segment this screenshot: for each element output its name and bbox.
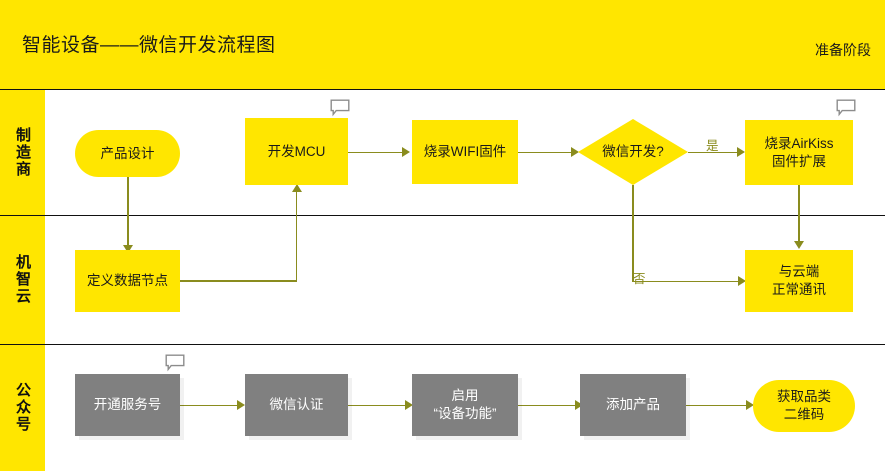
node-burn-airkiss[interactable]: 烧录AirKiss 固件扩展 (745, 120, 853, 185)
edge-arrowhead-add-product (575, 400, 583, 410)
edge-develop-mcu-to-burn-wifi (348, 151, 403, 154)
comment-bubble-icon (165, 354, 185, 372)
node-develop-mcu[interactable]: 开发MCU (245, 118, 348, 185)
node-label: 添加产品 (606, 397, 660, 413)
node-label: 开发MCU (267, 143, 326, 159)
node-enable-device-fn[interactable]: 启用 “设备功能” (412, 374, 518, 436)
edge-arrowhead-define-data-points (123, 245, 133, 253)
header-bar: 智能设备——微信开发流程图 准备阶段 (0, 0, 885, 89)
node-label: 启用 “设备功能” (433, 388, 497, 421)
edge-product-design-to-define-data-points (127, 177, 129, 247)
node-cloud-comm[interactable]: 与云端 正常通讯 (745, 250, 853, 312)
edge-decision-no-right (632, 280, 740, 283)
node-label: 产品设计 (100, 145, 155, 161)
edge-define-data-points-right (180, 280, 297, 282)
node-label: 获取品类 二维码 (777, 389, 831, 422)
edge-arrowhead-enable-device-fn (405, 400, 413, 410)
edge-arrowhead-decision (571, 147, 579, 157)
comment-bubble-icon (836, 99, 856, 117)
edge-burn-airkiss-to-cloud-comm (798, 185, 800, 243)
edge-enable-device-fn-to-add-product (518, 404, 576, 407)
node-wechat-auth[interactable]: 微信认证 (245, 374, 348, 436)
node-label: 微信认证 (269, 397, 324, 413)
lane-strip-gizwits-cloud (0, 215, 45, 344)
node-define-data-points[interactable]: 定义数据节点 (75, 250, 180, 312)
node-product-design[interactable]: 产品设计 (75, 130, 180, 177)
edge-arrowhead-cloud-comm-top (794, 241, 804, 249)
edge-arrowhead-develop-mcu (292, 184, 302, 192)
edge-burn-wifi-to-decision (518, 151, 572, 154)
lane-divider-middle (0, 215, 885, 216)
node-get-category-qr[interactable]: 获取品类 二维码 (753, 380, 855, 432)
edge-arrowhead-cloud-comm-left (738, 276, 746, 286)
node-add-product[interactable]: 添加产品 (580, 374, 686, 436)
node-label: 微信开发? (602, 144, 664, 160)
edge-open-service-to-wechat-auth (180, 404, 238, 407)
node-open-service-acct[interactable]: 开通服务号 (75, 374, 180, 436)
edge-arrowhead-get-qr (746, 400, 754, 410)
page-title: 智能设备——微信开发流程图 (22, 35, 276, 56)
edge-decision-no-down (632, 185, 634, 282)
edge-arrowhead-burn-wifi (402, 147, 410, 157)
node-wechat-dev-decision[interactable]: 微信开发? (578, 119, 688, 185)
stage-label: 准备阶段 (815, 42, 871, 58)
node-label: 与云端 正常通讯 (772, 264, 826, 297)
edge-label-no: 否 (633, 272, 646, 286)
edge-decision-yes (688, 151, 740, 154)
node-label: 开通服务号 (93, 397, 162, 413)
node-label: 烧录WIFI固件 (423, 144, 507, 160)
node-label: 烧录AirKiss 固件扩展 (764, 135, 834, 169)
lane-divider-top (0, 89, 885, 90)
edge-wechat-auth-to-enable-device-fn (348, 404, 406, 407)
lane-strip-manufacturer (0, 89, 45, 215)
lane-strip-official-account (0, 344, 45, 471)
edge-label-yes: 是 (706, 139, 719, 153)
edge-arrowhead-wechat-auth (237, 400, 245, 410)
node-burn-wifi-firmware[interactable]: 烧录WIFI固件 (412, 120, 518, 184)
lane-divider-bottom (0, 344, 885, 345)
edge-add-product-to-get-qr (686, 404, 748, 407)
edge-define-data-points-up (295, 190, 298, 281)
edge-arrowhead-burn-airkiss (737, 147, 745, 157)
node-label: 定义数据节点 (87, 273, 168, 289)
comment-bubble-icon (330, 99, 350, 117)
